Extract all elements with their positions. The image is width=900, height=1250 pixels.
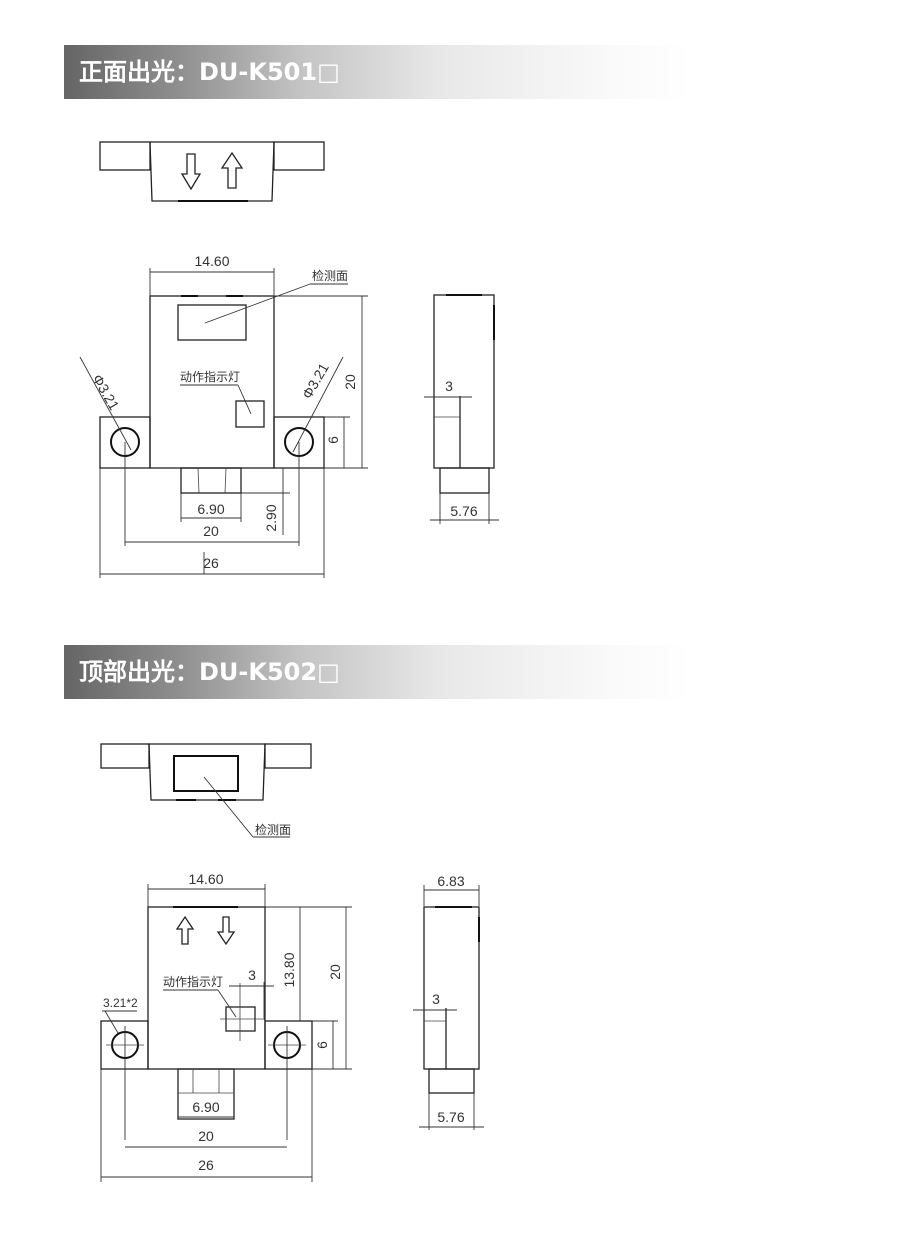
drawing-du-k502: 检测面 3 动作指示灯 3.21*2: [100, 743, 484, 1182]
dim-side-bottom-width: 5.76: [450, 503, 477, 519]
hole-right-label: Φ3.21: [299, 360, 332, 401]
dim-hole-spacing: 20: [198, 1128, 214, 1144]
dim-overall-width: 26: [198, 1157, 214, 1173]
dim-hole-spacing: 20: [203, 523, 219, 539]
down-arrow-icon: [180, 153, 202, 191]
dim-indicator-offset: 3: [248, 967, 256, 983]
dim-height: 20: [327, 964, 343, 980]
dim-inner-height: 13.80: [281, 952, 297, 987]
side-view: 3 5.76: [424, 294, 499, 524]
dim-connector-width: 6.90: [197, 501, 224, 517]
detect-face-label: 检测面: [255, 822, 291, 837]
down-arrow-icon: [216, 916, 236, 946]
up-arrow-icon: [220, 151, 244, 189]
front-view: 3 动作指示灯 3.21*2 6.90 14.60 13.80: [100, 871, 352, 1182]
dim-side-offset: 3: [432, 991, 440, 1007]
dim-overall-width: 26: [203, 555, 219, 571]
indicator-label: 动作指示灯: [180, 369, 240, 384]
hole-label: 3.21*2: [103, 996, 138, 1010]
section-title: 顶部出光：DU-K502□: [79, 658, 340, 686]
section-header-top-emission: 顶部出光：DU-K502□: [64, 645, 690, 699]
side-view: 6.83 3 5.76: [413, 873, 484, 1130]
top-view: 检测面: [100, 743, 312, 838]
dim-side-offset: 3: [445, 378, 453, 394]
front-view: 14.60 检测面 20 6 动作指示灯 Φ3.21 Φ3.21 6.90 2.…: [79, 253, 368, 578]
dim-connector-width: 6.90: [192, 1099, 219, 1115]
dim-width: 14.60: [194, 253, 229, 269]
dim-height: 20: [342, 374, 358, 390]
top-view: [99, 141, 325, 202]
dim-flange-height: 6: [325, 436, 341, 444]
detect-face-label: 检测面: [312, 268, 348, 283]
hole-left-label: Φ3.21: [89, 372, 122, 413]
up-arrow-icon: [175, 915, 195, 945]
indicator-light-icon: [235, 400, 265, 428]
dim-side-top-width: 6.83: [437, 873, 464, 889]
drawing-du-k501: 14.60 检测面 20 6 动作指示灯 Φ3.21 Φ3.21 6.90 2.…: [79, 141, 499, 578]
dim-width: 14.60: [188, 871, 223, 887]
dim-flange-height: 6: [314, 1041, 330, 1049]
detect-window-icon: [173, 755, 239, 792]
indicator-label: 动作指示灯: [163, 974, 223, 989]
dim-connector-height: 2.90: [263, 504, 279, 531]
section-title: 正面出光：DU-K501□: [79, 58, 340, 86]
section-header-front-emission: 正面出光：DU-K501□: [64, 45, 690, 99]
dim-side-bottom-width: 5.76: [437, 1109, 464, 1125]
